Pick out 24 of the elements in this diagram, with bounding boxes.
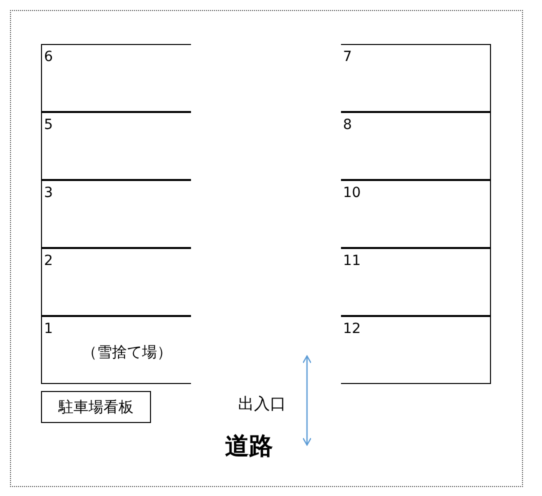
space-note: （雪捨て場） [82,343,172,361]
parking-space [41,316,191,384]
parking-space [41,180,191,248]
parking-space [41,44,191,112]
road-label: 道路 [225,431,273,462]
parking-space [41,112,191,180]
parking-space [341,180,491,248]
space-number: 3 [44,185,53,201]
sign-box: 駐車場看板 [41,391,151,423]
parking-space [341,248,491,316]
space-number: 7 [343,49,352,65]
space-number: 11 [343,253,361,269]
parking-space [341,112,491,180]
parking-space [41,248,191,316]
space-number: 8 [343,117,352,133]
space-number: 5 [44,117,53,133]
space-number: 6 [44,49,53,65]
entrance-label: 出入口 [238,394,286,415]
space-number: 1 [44,321,53,337]
parking-space [341,316,491,384]
parking-space [341,44,491,112]
space-number: 10 [343,185,361,201]
space-number: 2 [44,253,53,269]
space-number: 12 [343,321,361,337]
